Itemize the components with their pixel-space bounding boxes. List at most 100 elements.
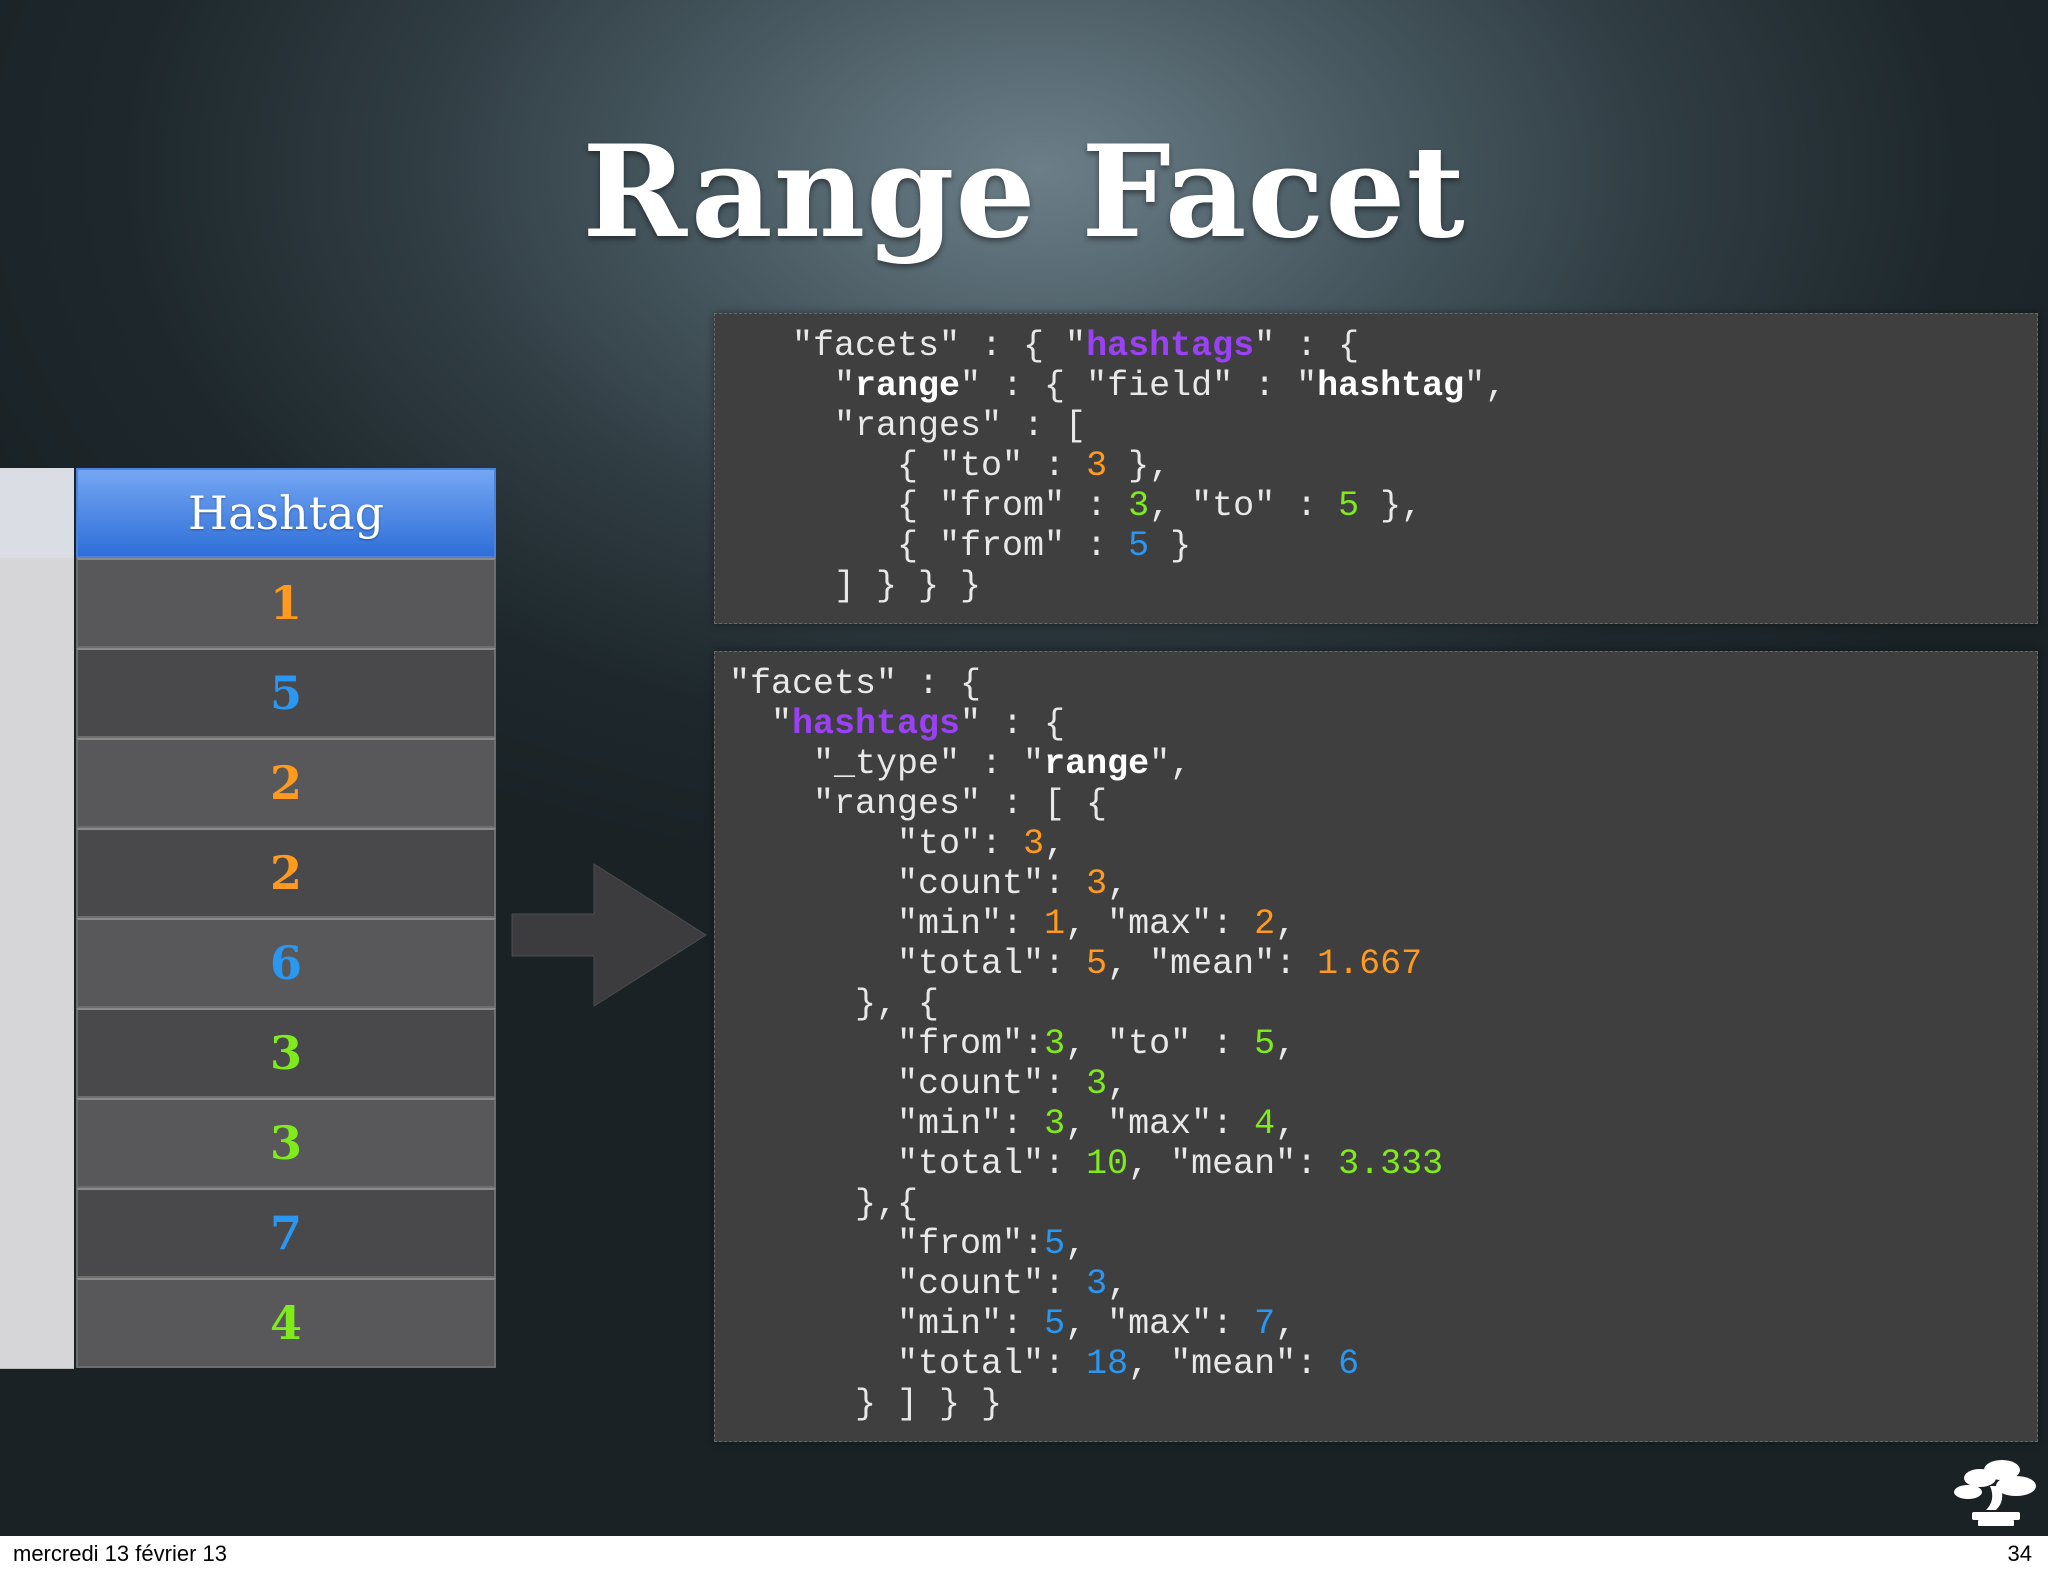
code-text: , "to" : bbox=[1149, 486, 1339, 526]
request-code: "facets" : { "hashtags" : { "range" : { … bbox=[771, 326, 1506, 606]
code-text: } ] } } bbox=[729, 1384, 1003, 1424]
code-token: 18 bbox=[1086, 1344, 1129, 1384]
table-row-gutter bbox=[0, 1188, 74, 1279]
code-text: , "mean": bbox=[1128, 1344, 1339, 1384]
code-text: "count": bbox=[729, 1064, 1087, 1104]
table-row-gutter bbox=[0, 1278, 74, 1369]
arrow-right-icon bbox=[511, 863, 707, 1007]
response-code-box: "facets" : { "hashtags" : { "_type" : "r… bbox=[714, 651, 2038, 1442]
table-row-value: 3 bbox=[76, 1098, 496, 1188]
code-text: "from": bbox=[729, 1224, 1045, 1264]
code-token: 3 bbox=[1086, 1064, 1108, 1104]
code-text: { "to" : bbox=[771, 446, 1087, 486]
code-text: "min": bbox=[729, 1304, 1045, 1344]
table-row-value: 1 bbox=[76, 558, 496, 648]
table-row-value: 4 bbox=[76, 1278, 496, 1368]
code-text: }, { bbox=[729, 984, 940, 1024]
code-text: ] } } } bbox=[771, 566, 982, 606]
code-token: 3.333 bbox=[1338, 1144, 1444, 1184]
code-token: 1.667 bbox=[1317, 944, 1423, 984]
table-row-value: 2 bbox=[76, 738, 496, 828]
code-token: hashtags bbox=[792, 704, 961, 744]
response-code: "facets" : { "hashtags" : { "_type" : "r… bbox=[729, 664, 1443, 1424]
code-text: , bbox=[1275, 1304, 1297, 1344]
code-token: 5 bbox=[1044, 1224, 1066, 1264]
code-token: 3 bbox=[1023, 824, 1045, 864]
code-token: 10 bbox=[1086, 1144, 1129, 1184]
table-row-value: 5 bbox=[76, 648, 496, 738]
code-text: "ranges" : [ bbox=[771, 406, 1087, 446]
code-text: , bbox=[1107, 864, 1129, 904]
code-token: 3 bbox=[1086, 1264, 1108, 1304]
code-text: , bbox=[1275, 1024, 1297, 1064]
table-row-value: 3 bbox=[76, 1008, 496, 1098]
code-text: "min": bbox=[729, 904, 1045, 944]
code-token: range bbox=[855, 366, 961, 406]
code-token: 3 bbox=[1044, 1024, 1066, 1064]
code-token: hashtags bbox=[1086, 326, 1255, 366]
bonsai-logo-icon bbox=[1954, 1460, 2036, 1526]
table-row-value: 7 bbox=[76, 1188, 496, 1278]
code-token: 2 bbox=[1254, 904, 1276, 944]
code-text: "to": bbox=[729, 824, 1024, 864]
request-code-box: "facets" : { "hashtags" : { "range" : { … bbox=[714, 313, 2038, 624]
code-text: " : { "field" : " bbox=[960, 366, 1318, 406]
code-text: },{ bbox=[729, 1184, 919, 1224]
code-text: "count": bbox=[729, 864, 1087, 904]
code-token: 5 bbox=[1254, 1024, 1276, 1064]
code-text: "facets" : { " bbox=[771, 326, 1087, 366]
code-token: 5 bbox=[1086, 944, 1108, 984]
code-text: { "from" : bbox=[771, 526, 1129, 566]
code-text: "_type" : " bbox=[729, 744, 1045, 784]
code-text: }, bbox=[1359, 486, 1423, 526]
code-text: "count": bbox=[729, 1264, 1087, 1304]
code-text: , "max": bbox=[1065, 1304, 1255, 1344]
table-header-cell: Hashtag bbox=[76, 468, 496, 558]
code-text: ", bbox=[1149, 744, 1192, 784]
code-text: , bbox=[1275, 904, 1297, 944]
code-text: , "max": bbox=[1065, 904, 1255, 944]
table-row-value: 2 bbox=[76, 828, 496, 918]
code-token: 4 bbox=[1254, 1104, 1276, 1144]
code-token: 5 bbox=[1128, 526, 1150, 566]
code-text: "total": bbox=[729, 944, 1087, 984]
table-row-gutter bbox=[0, 1098, 74, 1189]
code-token: hashtag bbox=[1317, 366, 1465, 406]
table-row-gutter bbox=[0, 648, 74, 739]
code-text: " : { bbox=[960, 704, 1066, 744]
table-row-gutter bbox=[0, 738, 74, 829]
code-text: , bbox=[1044, 824, 1066, 864]
code-text: " : { bbox=[1254, 326, 1360, 366]
code-token: 5 bbox=[1338, 486, 1360, 526]
code-text: , "mean": bbox=[1128, 1144, 1339, 1184]
code-text: " bbox=[729, 704, 793, 744]
code-text: , bbox=[1065, 1224, 1087, 1264]
code-text: "from": bbox=[729, 1024, 1045, 1064]
table-row-gutter bbox=[0, 558, 74, 649]
code-text: , bbox=[1107, 1064, 1129, 1104]
code-text: "facets" : { bbox=[729, 664, 982, 704]
footer-date: mercredi 13 février 13 bbox=[13, 1541, 227, 1566]
code-text: "total": bbox=[729, 1344, 1087, 1384]
code-text: { "from" : bbox=[771, 486, 1129, 526]
code-text: }, bbox=[1107, 446, 1171, 486]
code-token: 5 bbox=[1044, 1304, 1066, 1344]
code-text: } bbox=[1149, 526, 1192, 566]
page-number: 34 bbox=[2007, 1541, 2032, 1566]
code-text: "total": bbox=[729, 1144, 1087, 1184]
code-text: , "max": bbox=[1065, 1104, 1255, 1144]
table-header-gutter bbox=[0, 468, 74, 559]
code-text: " bbox=[771, 366, 856, 406]
code-token: 3 bbox=[1086, 864, 1108, 904]
code-text: "ranges" : [ { bbox=[729, 784, 1108, 824]
code-text: "min": bbox=[729, 1104, 1045, 1144]
code-token: 3 bbox=[1044, 1104, 1066, 1144]
code-token: 3 bbox=[1128, 486, 1150, 526]
code-token: 7 bbox=[1254, 1304, 1276, 1344]
table-row-gutter bbox=[0, 918, 74, 1009]
slide-title: Range Facet bbox=[582, 118, 1466, 266]
table-row-value: 6 bbox=[76, 918, 496, 1008]
code-text: ", bbox=[1464, 366, 1507, 406]
